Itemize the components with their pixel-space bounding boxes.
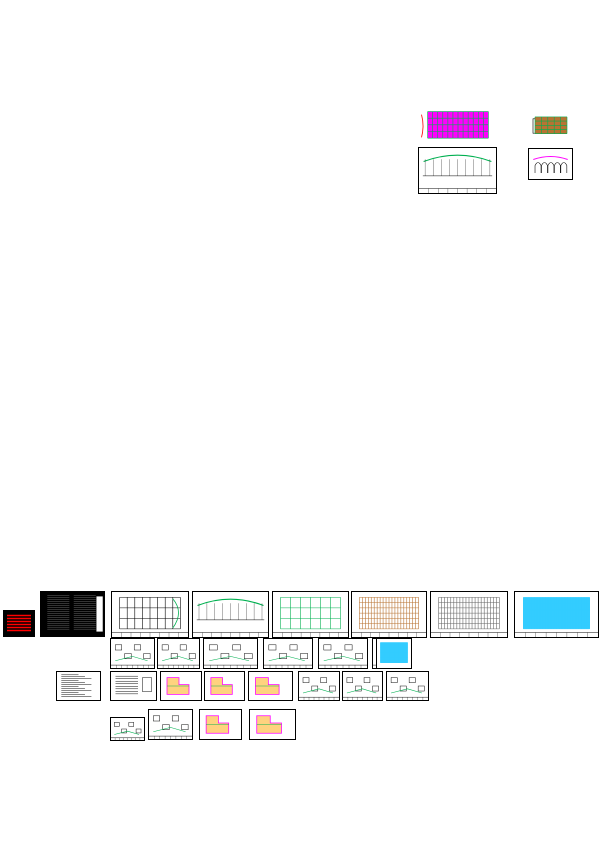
sheet-detail-5 <box>318 638 368 669</box>
sheet-stair-3-drawing <box>210 677 233 695</box>
sheet-plan-brown <box>351 591 427 638</box>
sheet-red-cover-drawing <box>7 614 32 632</box>
sheet-detail-4 <box>263 638 313 669</box>
sheet-stair-2-drawing <box>166 677 190 695</box>
sheet-stair-4-drawing <box>255 677 280 695</box>
plan-magenta-top <box>420 107 496 145</box>
sheet-detail-4-drawing <box>264 644 312 668</box>
sheet-detail-9 <box>386 671 429 701</box>
sheet-detail-5-drawing <box>319 644 367 668</box>
sheet-detail-1 <box>110 638 155 669</box>
elevation-arch-small-drawing <box>533 156 568 173</box>
sheet-dark-notes-drawing <box>47 595 103 632</box>
sheet-plan-grey <box>430 591 508 638</box>
sheet-detail-2 <box>157 638 200 669</box>
sheet-elevation-1-drawing <box>193 598 268 637</box>
sheet-detail-7 <box>298 671 340 701</box>
sheet-detail-11-drawing <box>149 715 192 739</box>
plan-brown-top-drawing <box>532 116 568 134</box>
sheet-plan-1-drawing <box>112 597 188 637</box>
sheet-detail-cyan <box>376 638 412 669</box>
sheet-detail-cyan-drawing <box>380 642 408 664</box>
sheet-detail-9-drawing <box>387 677 428 700</box>
sheet-plan-2-drawing <box>273 597 348 637</box>
sheet-detail-13 <box>249 709 296 740</box>
elevation-arch-small <box>528 148 573 180</box>
sheet-detail-10-drawing <box>111 722 144 740</box>
sheet-plan-1 <box>111 591 189 638</box>
sheet-detail-3-drawing <box>204 644 257 668</box>
plan-magenta-top-drawing <box>421 111 489 139</box>
sheet-plan-cyan-drawing <box>515 597 598 637</box>
sheet-detail-12 <box>199 709 242 740</box>
sheet-detail-8 <box>342 671 383 701</box>
sheet-stair-3 <box>204 671 245 701</box>
sheet-plan-2 <box>272 591 349 638</box>
sheet-detail-3 <box>203 638 258 669</box>
sheet-detail-8-drawing <box>343 677 382 700</box>
sheet-elevation-1 <box>192 591 269 638</box>
sheet-detail-11 <box>148 709 193 740</box>
sheet-stair-1 <box>110 671 157 701</box>
sheet-detail-13-drawing <box>256 715 282 734</box>
sheet-red-cover <box>3 610 35 637</box>
elevation-arch-large <box>418 147 497 194</box>
sheet-notes-2-drawing <box>61 674 92 697</box>
sheet-notes-2 <box>56 671 101 701</box>
sheet-stair-4 <box>248 671 293 701</box>
sheet-detail-2-drawing <box>158 644 199 668</box>
sheet-detail-1-drawing <box>111 644 154 668</box>
sheet-plan-brown-drawing <box>352 597 426 637</box>
sheet-stair-1-drawing <box>115 675 152 695</box>
elevation-arch-large-drawing <box>419 154 496 193</box>
sheet-dark-notes <box>40 591 105 637</box>
sheet-stair-2 <box>160 671 202 701</box>
sheet-plan-grey-drawing <box>431 597 507 637</box>
sheet-plan-cyan <box>514 591 599 638</box>
sheet-detail-7-drawing <box>299 677 339 700</box>
sheet-detail-12-drawing <box>205 715 230 734</box>
plan-brown-top <box>531 114 571 138</box>
sheet-detail-10 <box>110 717 145 741</box>
